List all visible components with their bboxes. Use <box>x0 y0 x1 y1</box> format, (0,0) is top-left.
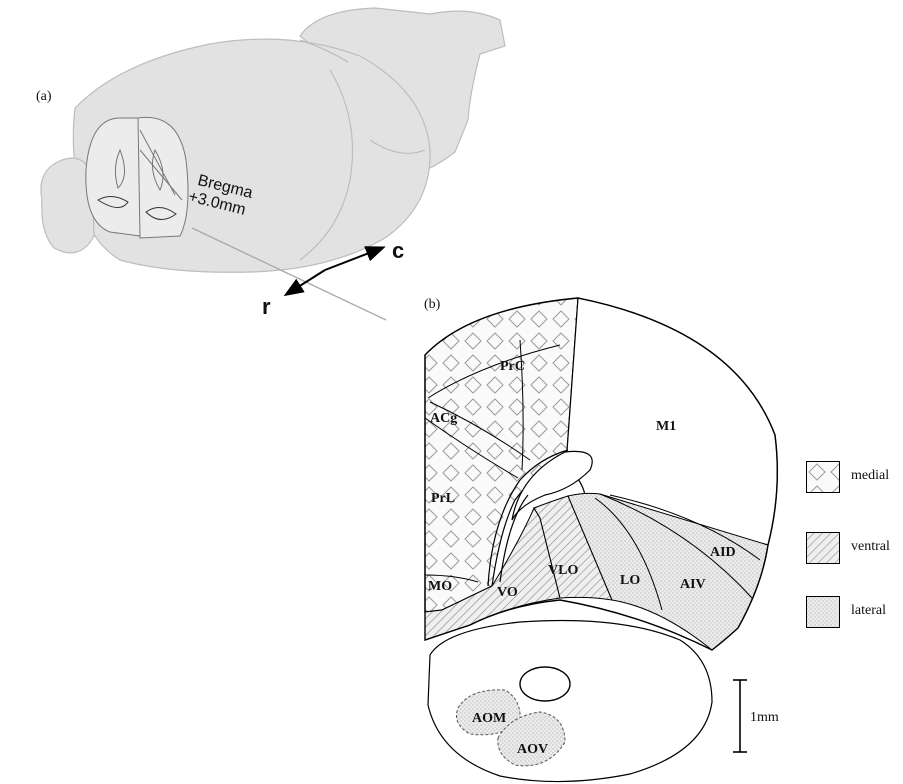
legend-item-lateral: lateral <box>806 594 903 634</box>
legend-label-medial: medial <box>851 468 889 484</box>
coronal-section-sketch <box>86 117 188 238</box>
label-prl: PrL <box>431 491 455 506</box>
axis-r-label: r <box>262 294 271 319</box>
label-aiv: AIV <box>680 577 706 592</box>
label-vlo: VLO <box>548 563 578 578</box>
legend-item-ventral: ventral <box>806 530 903 570</box>
scale-bar <box>733 680 747 752</box>
legend-label-lateral: lateral <box>851 603 886 619</box>
panel-b-label: (b) <box>424 297 441 312</box>
medial-swatch <box>806 461 840 493</box>
label-mo: MO <box>428 579 452 594</box>
accessory-olfactory-oval <box>520 667 570 701</box>
label-acg: ACg <box>430 411 457 426</box>
ventral-swatch <box>806 532 840 564</box>
label-lo: LO <box>620 573 640 588</box>
panel-a: (a) Bregma +3 <box>36 8 505 320</box>
label-aid: AID <box>710 545 736 560</box>
scale-bar-label: 1mm <box>750 710 779 725</box>
lateral-swatch <box>806 596 840 628</box>
label-aom: AOM <box>472 711 506 726</box>
label-aov: AOV <box>517 742 548 757</box>
legend-label-ventral: ventral <box>851 539 890 555</box>
panel-b: (b) <box>424 297 779 782</box>
axis-c-label: c <box>392 238 404 263</box>
label-prc: PrC <box>500 359 525 374</box>
rostral-arrow <box>287 270 325 294</box>
panel-a-label: (a) <box>36 89 52 104</box>
label-vo: VO <box>497 585 518 600</box>
label-m1: M1 <box>656 419 676 434</box>
legend-item-medial: medial <box>806 459 903 499</box>
